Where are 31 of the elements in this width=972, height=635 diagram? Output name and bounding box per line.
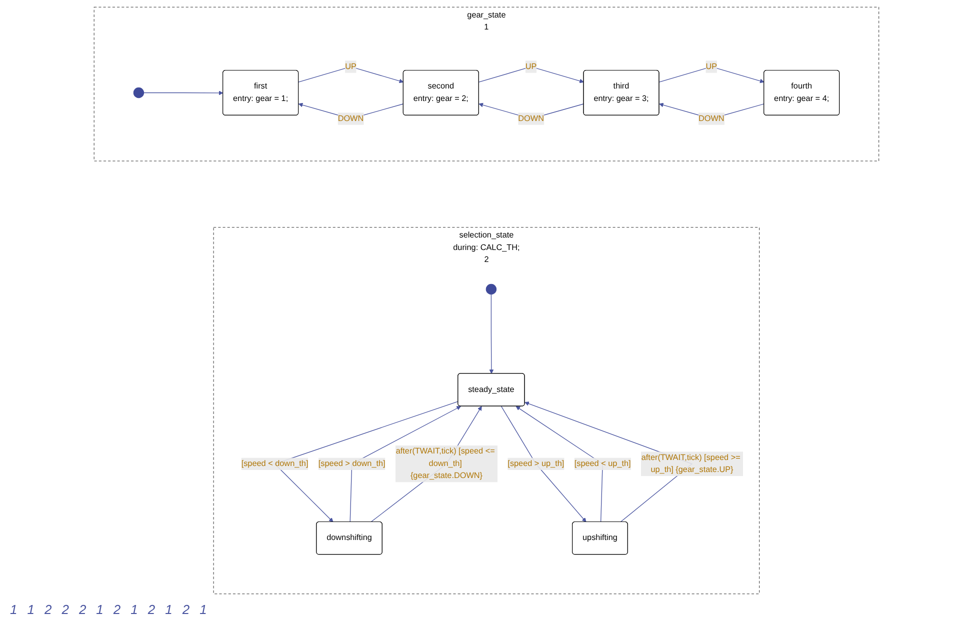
- execution-order-number: 1: [27, 602, 34, 617]
- execution-order-number: 2: [78, 602, 86, 617]
- execution-order-number: 2: [62, 602, 69, 617]
- state-box: third entry: gear = 3;: [582, 70, 659, 115]
- execution-order-number: 2: [44, 602, 52, 617]
- edge-label: after(TWAIT,tick) [speed >= up_th] {gear_state.UP}: [640, 451, 743, 476]
- edge-label: DOWN: [518, 112, 544, 124]
- execution-order-number: 2: [182, 602, 190, 617]
- edge-label: [speed > down_th]: [318, 457, 385, 470]
- execution-order-number: 1: [10, 602, 18, 617]
- execution-order-number: 2: [148, 602, 156, 617]
- state-box: steady_state: [457, 372, 524, 406]
- execution-order-number: 2: [113, 602, 121, 617]
- edge-label: DOWN: [698, 112, 724, 124]
- execution-order-number: 1: [96, 602, 104, 617]
- edge-label: DOWN: [337, 112, 364, 124]
- state-box: second entry: gear = 2;: [402, 70, 478, 115]
- state-box: downshifting: [316, 521, 382, 554]
- state-box: fourth entry: gear = 4;: [763, 70, 840, 115]
- execution-order-number: 1: [165, 602, 172, 617]
- edge-label: [speed < up_th]: [574, 457, 630, 470]
- edge-label: UP: [344, 60, 356, 72]
- edge-label: UP: [705, 60, 717, 72]
- edge-label: [speed < down_th]: [240, 457, 308, 470]
- execution-order-number: 1: [130, 602, 138, 617]
- state-box: first entry: gear = 1;: [222, 70, 298, 115]
- execution-order-number: 1: [200, 602, 207, 617]
- state-box: upshifting: [572, 521, 628, 554]
- edge-label: [speed > up_th]: [507, 457, 564, 470]
- edge-label: UP: [524, 60, 536, 72]
- edge-label: after(TWAIT,tick) [speed <= down_th] {gear_state.DOWN}: [395, 445, 497, 482]
